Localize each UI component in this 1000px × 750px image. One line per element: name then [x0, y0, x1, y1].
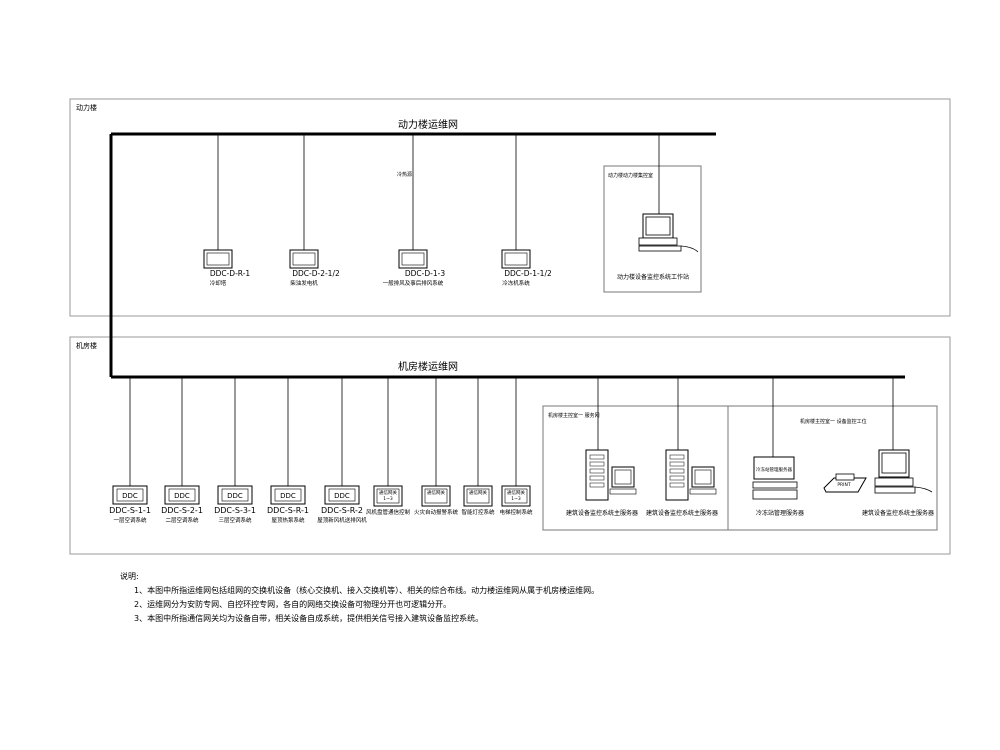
ddc-box-label: DDC — [334, 492, 350, 500]
power-building-label: 动力楼 — [76, 103, 97, 112]
server-label: 建筑设备监控系统主服务器 — [566, 509, 638, 517]
power-device-code: DDC-D-2-1/2 — [292, 269, 340, 278]
machine-room2-title: 机房楼主控室一 设备监控工位 — [800, 418, 867, 425]
workstation-icon — [638, 213, 699, 253]
machine-room1-title: 机房楼主控室一 服务网 — [548, 412, 600, 419]
ddc-device-code: DDC-S-R-2 — [321, 506, 363, 515]
ddc-controller-icon — [203, 249, 233, 269]
power-control-room — [603, 165, 702, 293]
machine-building-frame — [69, 336, 951, 555]
power-device-desc: 冷却塔 — [210, 279, 227, 287]
printer-icon — [823, 473, 867, 493]
ddc-device-code: DDC-S-3-1 — [214, 506, 256, 515]
monitor-icon — [609, 466, 637, 495]
power-workstation-label: 动力楼设备监控系统工作站 — [617, 273, 689, 281]
ddc-controller-icon — [112, 485, 148, 505]
notes-block: 说明: 1、本图中所指运维网包括组网的交换机设备（核心交换机、接入交换机等）、相… — [120, 570, 820, 626]
server-tower-icon — [665, 449, 689, 501]
cold-manager-box-label: 冷冻站管理服务器 — [756, 466, 792, 473]
ddc-device-desc: 屋顶热泵系统 — [271, 516, 305, 524]
power-device-code: DDC-D-1-1/2 — [504, 269, 552, 278]
ddc-device-desc: 一层空调系统 — [113, 516, 147, 524]
gateway-box-inner — [466, 488, 490, 504]
gateway-desc: 火灾自动报警系统 — [414, 508, 459, 516]
ddc-box-label: DDC — [280, 492, 296, 500]
gateway-box-label: 通信网关 — [427, 489, 445, 496]
power-device-desc: 一般排风及事后排风系统 — [383, 279, 444, 287]
ddc-device-code: DDC-S-1-1 — [109, 506, 151, 515]
main-server-label: 建筑设备监控系统主服务器 — [862, 509, 934, 517]
gateway-desc: 风机盘管通信控制 — [366, 508, 411, 516]
gateway-desc: 电梯控制系统 — [499, 508, 533, 516]
server-tower-icon — [585, 449, 609, 501]
main-workstation-icon — [874, 449, 933, 494]
note-item-3: 3、本图中所指通信网关均为设备自带，相关设备自成系统，提供相关信号接入建筑设备监… — [134, 614, 484, 623]
ddc-device-code: DDC-S-R-1 — [267, 506, 309, 515]
ddc-controller-icon — [217, 485, 253, 505]
machine-gateways: 通信网关1~3风机盘管通信控制通信网关火灾自动报警系统通信网关智能灯控系统通信网… — [366, 377, 533, 516]
ddc-box-label: DDC — [174, 492, 190, 500]
power-building-frame — [69, 98, 951, 317]
monitor-icon — [689, 466, 717, 495]
gateway-box-inner — [424, 488, 448, 504]
machine-network-title: 机房楼运维网 — [398, 360, 458, 373]
power-device-desc: 冷冻机系统 — [502, 279, 530, 287]
machine-control-rooms — [542, 405, 938, 531]
ddc-controller-icon — [164, 485, 200, 505]
gateway-box-inner — [504, 488, 528, 504]
gateway-box-label: 1~3 — [383, 496, 393, 502]
ddc-device-desc: 二层空调系统 — [165, 516, 199, 524]
power-network-title: 动力楼运维网 — [398, 118, 458, 131]
power-control-room-title: 动力楼动力楼集控室 — [608, 172, 653, 179]
ddc-controller-icon — [289, 249, 319, 269]
gateway-box-label: 1~3 — [511, 496, 521, 502]
gateway-box-label: 通信网关 — [469, 489, 487, 496]
power-device-code: DDC-D-1-3 — [405, 269, 445, 278]
ddc-device-desc: 三层空调系统 — [218, 516, 252, 524]
ddc-device-code: DDC-S-2-1 — [161, 506, 203, 515]
gateway-box-label: 通信网关 — [507, 489, 525, 496]
server-group: 建筑设备监控系统主服务器建筑设备监控系统主服务器 — [566, 377, 718, 517]
power-device-desc: 柴油发电机 — [290, 279, 318, 287]
ddc-controller-icon — [501, 249, 531, 269]
cold-manager-label: 冷冻站管理服务器 — [756, 509, 804, 517]
ddc-device-desc: 屋顶新风机送排风机 — [317, 516, 367, 524]
ddc-controller-icon — [270, 485, 306, 505]
hvac-note: 冷热源 — [397, 171, 412, 178]
gateway-box-label: 通信网关 — [379, 489, 397, 496]
ddc-box-label: DDC — [227, 492, 243, 500]
machine-building-label: 机房楼 — [76, 341, 97, 350]
gateway-desc: 智能灯控系统 — [461, 508, 495, 516]
printer-label: PRINT — [837, 482, 851, 488]
cold-manager-terminal-icon — [752, 456, 798, 500]
notes-title: 说明: — [120, 572, 139, 581]
gateway-box-inner — [376, 488, 400, 504]
ddc-box-label: DDC — [122, 492, 138, 500]
server-label: 建筑设备监控系统主服务器 — [646, 509, 718, 517]
ddc-controller-icon — [398, 249, 428, 269]
note-item-2: 2、运维网分为安防专网、自控环控专网，各自的网络交换设备可物理分开也可逻辑分开。 — [134, 600, 452, 609]
power-device-code: DDC-D-R-1 — [210, 269, 251, 278]
note-item-1: 1、本图中所指运维网包括组网的交换机设备（核心交换机、接入交换机等）、相关的综合… — [134, 586, 600, 595]
ddc-controller-icon — [324, 485, 360, 505]
